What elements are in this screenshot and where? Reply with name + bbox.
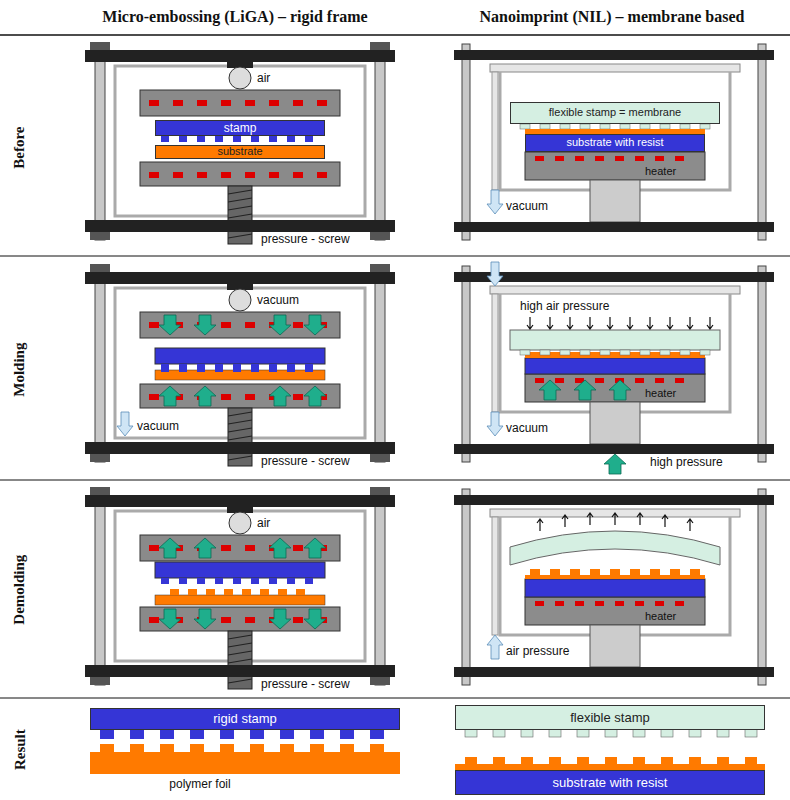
row-label: Result (11, 730, 28, 771)
row-rule (0, 698, 790, 699)
part-name: flexible stamp = membrane (549, 107, 681, 119)
part-label: heater (645, 165, 676, 178)
membrane-press-demolding (454, 489, 774, 685)
row-label: Before (11, 127, 28, 169)
part-label: pressure - screw (261, 678, 350, 692)
substrate-block: substrate with resist (525, 134, 705, 152)
part-name: stamp (224, 122, 257, 135)
part-label: vacuum (506, 422, 548, 436)
part-label: pressure - screw (261, 455, 350, 469)
part-label: pressure - screw (261, 233, 350, 247)
row-label: Demolding (11, 555, 28, 625)
row-label: Molding (11, 343, 28, 397)
part-name: substrate with resist (566, 137, 663, 149)
part-label: air (257, 517, 270, 531)
result-parts (90, 729, 765, 774)
part-label: vacuum (257, 294, 299, 308)
rigid-press-molding (85, 264, 395, 466)
column-heading: Nanoimprint (NIL) – membrane based (480, 8, 745, 26)
part-label: heater (645, 387, 676, 400)
rigid-press-before (85, 42, 395, 244)
part-name: flexible stamp (570, 711, 649, 725)
flexible-stamp: flexible stamp (455, 705, 765, 730)
part-name: substrate (217, 146, 262, 158)
row-rule (0, 480, 790, 481)
part-label: air (257, 72, 270, 86)
header-rule (0, 34, 790, 36)
part-label: heater (645, 610, 676, 623)
stamp-plate: stamp (155, 120, 325, 136)
membrane-stamp: flexible stamp = membrane (510, 102, 720, 124)
part-label: polymer foil (169, 778, 230, 792)
part-label: air pressure (506, 645, 569, 659)
part-label: vacuum (137, 420, 179, 434)
substrate-layer: substrate (155, 145, 325, 159)
rigid-press-demolding (85, 487, 395, 689)
row-rule (0, 256, 790, 257)
part-name: substrate with resist (553, 776, 668, 790)
column-heading: Micro-embossing (LiGA) – rigid frame (102, 8, 367, 26)
membrane-press-molding (454, 262, 774, 474)
substrate-block: substrate with resist (455, 770, 765, 795)
part-label: high pressure (650, 456, 723, 470)
rigid-stamp: rigid stamp (90, 708, 400, 730)
membrane-press-before (454, 44, 774, 240)
part-name: rigid stamp (213, 712, 277, 726)
part-label: vacuum (506, 200, 548, 214)
part-label: high air pressure (520, 300, 609, 314)
